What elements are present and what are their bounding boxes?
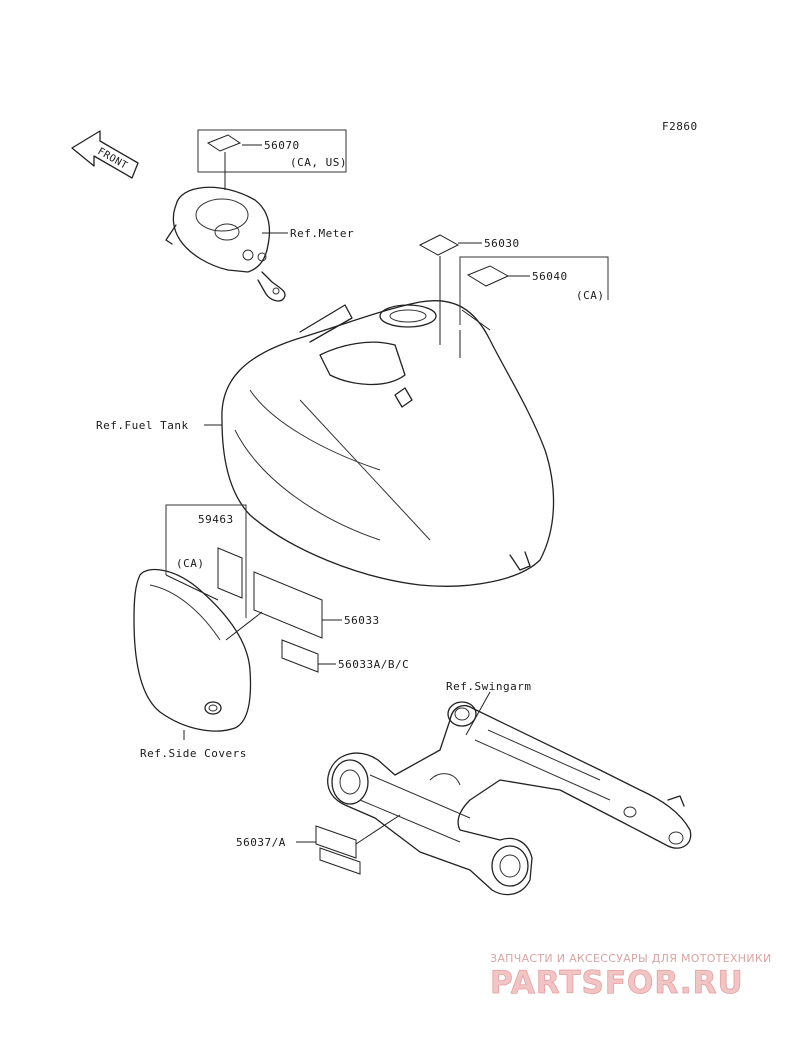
figure-code: F2860 [662, 120, 698, 133]
callout-56037a: 56037/A [236, 814, 401, 875]
callout-56033: 56033 [225, 571, 380, 641]
part-56070-note: (CA, US) [290, 156, 347, 169]
part-59463-number: 59463 [198, 513, 234, 526]
part-59463-note: (CA) [176, 557, 205, 570]
watermark-logo: ЗАПЧАСТИ И АКСЕССУАРЫ ДЛЯ МОТОТЕХНИКИ PA… [490, 952, 772, 1001]
part-56070-number: 56070 [264, 139, 300, 152]
part-56040-note: (CA) [576, 289, 605, 302]
decal-59463 [217, 547, 243, 599]
decal-56037a-upper [315, 825, 357, 859]
ref-fuel-tank-label: Ref.Fuel Tank [96, 419, 189, 432]
part-56033abc-number: 56033A/B/C [338, 658, 409, 671]
ref-meter-label: Ref.Meter [290, 227, 354, 240]
part-56037a-number: 56037/A [236, 836, 286, 849]
decal-56070 [206, 134, 242, 152]
front-label: FRONT [96, 146, 130, 172]
part-56033-number: 56033 [344, 614, 380, 627]
callout-56030: 56030 [418, 234, 520, 345]
decal-56030 [418, 234, 460, 256]
part-56030-number: 56030 [484, 237, 520, 250]
part-56040-number: 56040 [532, 270, 568, 283]
fuel-tank-illustration [221, 300, 555, 587]
ref-swingarm-label: Ref.Swingarm [446, 680, 531, 693]
decal-56033 [253, 571, 323, 639]
meter-illustration [165, 186, 286, 302]
decal-56040 [466, 265, 510, 287]
callout-56040: 56040 (CA) [459, 256, 609, 358]
callout-56070: 56070 (CA, US) [197, 129, 347, 190]
callout-56033abc: 56033A/B/C [281, 639, 409, 673]
ref-side-covers-label: Ref.Side Covers [140, 747, 247, 760]
callout-59463: 59463 (CA) [165, 504, 247, 618]
watermark-tagline: ЗАПЧАСТИ И АКСЕССУАРЫ ДЛЯ МОТОТЕХНИКИ [490, 952, 772, 965]
watermark-brand: PARTSFOR.RU [490, 965, 744, 1001]
decal-56033abc [281, 639, 319, 673]
front-arrow-icon: FRONT [71, 130, 139, 179]
decal-56037a-lower [319, 847, 361, 875]
side-cover-illustration [133, 568, 252, 732]
swingarm-illustration [327, 701, 692, 896]
